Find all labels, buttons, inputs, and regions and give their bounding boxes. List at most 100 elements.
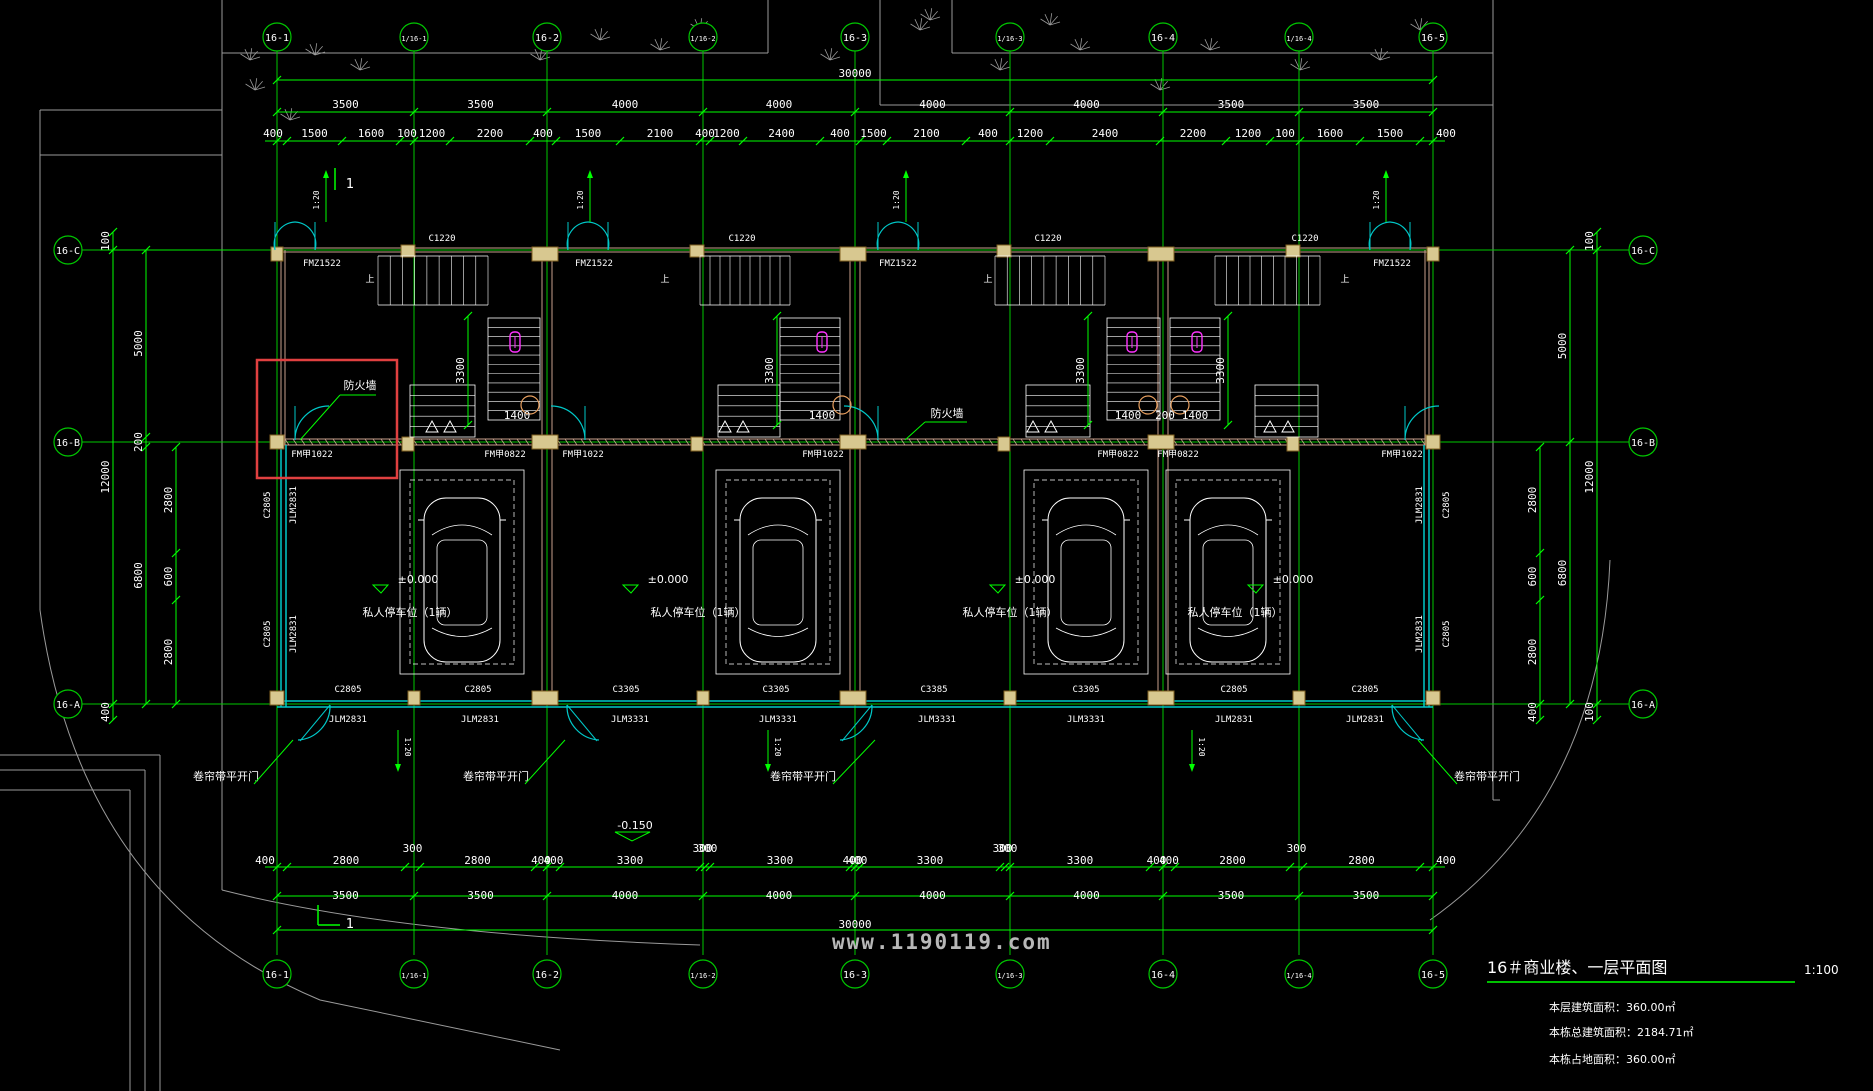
dim-bottom-bay: 3500 <box>1218 889 1245 902</box>
dim-tick <box>272 107 282 117</box>
plant-icon <box>1040 13 1061 26</box>
dim-top-total: 30000 <box>838 67 871 80</box>
window-label-side: C2805 <box>1442 491 1452 518</box>
column <box>839 246 867 262</box>
plant-icon <box>305 43 326 56</box>
dim-bottom-detail: 400 <box>848 854 868 867</box>
firewall-hatch <box>596 438 602 446</box>
window-label-top: C1220 <box>1291 234 1318 244</box>
firewall-hatch <box>516 438 522 446</box>
column <box>270 246 284 262</box>
title-block: 16＃商业楼、一层平面图 1:100 本层建筑面积：360.00㎡ 本栋总建筑面… <box>1487 958 1839 1066</box>
plant-icon <box>910 18 931 31</box>
selection-highlight-box[interactable] <box>255 358 399 480</box>
dim-tick <box>1565 437 1575 447</box>
magenta-fixture-icon <box>1191 331 1203 353</box>
door-swing-top <box>1368 221 1412 251</box>
dim-tick <box>1045 136 1055 146</box>
dim-stair: 3300 <box>763 357 776 384</box>
dim-top-detail: 400 <box>263 127 283 140</box>
shutter-label-side: JLM2831 <box>1415 615 1425 653</box>
dim-bottom-bay: 3500 <box>467 889 494 902</box>
firewall-hatch <box>780 438 786 446</box>
axis-bottom-16-1: 16-1 <box>262 959 292 989</box>
dim-left-mid: 200 <box>132 432 145 452</box>
axis-top-1/16-3: 1/16-3 <box>995 22 1025 52</box>
dim-tick <box>850 107 860 117</box>
dim-tick <box>108 227 118 237</box>
firewall-hatch <box>500 438 506 446</box>
door-label-mid: FM甲1022 <box>1381 449 1423 460</box>
firewall-hatch <box>1372 438 1378 446</box>
dim-bottom-bay: 4000 <box>919 889 946 902</box>
dim-tick <box>542 891 552 901</box>
dim-tick <box>1592 699 1602 709</box>
shutter-label-bottom: JLM3331 <box>611 715 649 725</box>
dim-tick <box>738 136 748 146</box>
window-label-bottom: C2805 <box>464 685 491 695</box>
dim-tick <box>1223 420 1233 430</box>
dim-top-detail: 1500 <box>860 127 887 140</box>
parking-label: 私人停车位（1辆） <box>1188 605 1283 619</box>
dim-tick <box>1415 136 1425 146</box>
dim-tick <box>463 311 473 321</box>
dim-landing: 200 <box>1155 409 1175 422</box>
leader <box>253 739 294 785</box>
firewall-hatch <box>580 438 586 446</box>
stair-flight <box>487 317 541 421</box>
firewall-hatch <box>788 438 794 446</box>
dim-top-detail: 400 <box>978 127 998 140</box>
slope-label: 1:20 <box>403 737 412 756</box>
firewall-label: 防火墙 <box>931 406 964 420</box>
dim-bottom-bay: 4000 <box>612 889 639 902</box>
firewall-label: 防火墙 <box>344 378 377 392</box>
slope-arrow: 1:20 <box>892 170 909 222</box>
dim-top-bay: 4000 <box>766 98 793 111</box>
firewall-hatch <box>940 438 946 446</box>
slope-arrow: 1:20 <box>312 170 329 222</box>
dim-tick <box>395 136 405 146</box>
axis-top-16-5-label: 16-5 <box>1421 33 1445 44</box>
window-label-top: C1220 <box>728 234 755 244</box>
axis-top-1/16-4-label: 1/16-4 <box>1286 35 1311 43</box>
dim-tick <box>141 442 151 452</box>
plant-icon <box>1370 48 1391 61</box>
stair-upper-run <box>1214 255 1321 306</box>
magenta-fixture-icon <box>1126 331 1138 353</box>
rolling-door-label: 卷帘带平开门 <box>770 769 836 783</box>
door-swing-mid <box>843 405 879 441</box>
dim-tick <box>1428 75 1438 85</box>
window-label-bottom: C3305 <box>1072 685 1099 695</box>
plant-icon <box>280 108 301 121</box>
firewall-hatch <box>676 438 682 446</box>
dim-tick <box>272 925 282 935</box>
column <box>407 690 421 706</box>
plant-icon <box>590 28 611 41</box>
axis-left-16-A-label: 16-A <box>56 700 80 711</box>
dim-tick <box>995 862 1005 872</box>
level-symbol <box>614 831 651 842</box>
axis-left-16-A: 16-A <box>53 689 83 719</box>
door-swing-bottom <box>566 704 600 742</box>
dim-bottom-detail: 3300 <box>1067 854 1094 867</box>
window-label-side: C2805 <box>263 491 273 518</box>
dim-tick <box>1295 136 1305 146</box>
section-mark-bottom: 1 <box>317 905 354 932</box>
axis-top-16-4: 16-4 <box>1148 22 1178 52</box>
dim-bottom-bay: 4000 <box>766 889 793 902</box>
plant-icon <box>1200 38 1221 51</box>
section-mark-label: 1 <box>346 177 354 192</box>
hydrant-icon <box>832 395 852 415</box>
dim-right-inner: 600 <box>1526 567 1539 587</box>
firewall-hatch <box>284 438 290 446</box>
firewall-hatch <box>1108 438 1114 446</box>
firewall-hatch <box>1380 438 1386 446</box>
firewall-hatch <box>988 438 994 446</box>
firewall-hatch <box>892 438 898 446</box>
firewall-hatch <box>868 438 874 446</box>
firewall-hatch <box>660 438 666 446</box>
firewall-hatch <box>508 438 514 446</box>
firewall-hatch <box>1348 438 1354 446</box>
